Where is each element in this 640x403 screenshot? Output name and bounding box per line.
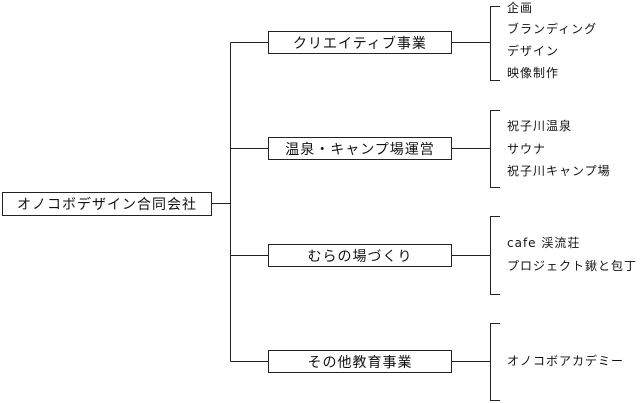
item-cafe: cafe 渓流荘 [507,236,581,250]
item-campsite: 祝子川キャンプ場 [507,164,611,178]
item-planning: 企画 [507,1,534,15]
item-project: プロジェクト鍬と包丁 [507,259,638,273]
division-box-education: その他教育事業 [268,350,452,373]
item-branding: ブランディング [507,22,598,36]
division-box-onsen-camp: 温泉・キャンプ場運営 [268,137,452,160]
division-box-village: むらの場づくり [268,244,452,267]
item-sauna: サウナ [507,142,547,156]
division-box-creative: クリエイティブ事業 [268,31,452,54]
item-design: デザイン [507,44,560,58]
item-onsen: 祝子川温泉 [507,119,573,133]
item-video: 映像制作 [507,66,560,80]
root-company-box: オノコボデザイン合同会社 [2,192,212,216]
item-academy: オノコボアカデミー [507,354,625,368]
